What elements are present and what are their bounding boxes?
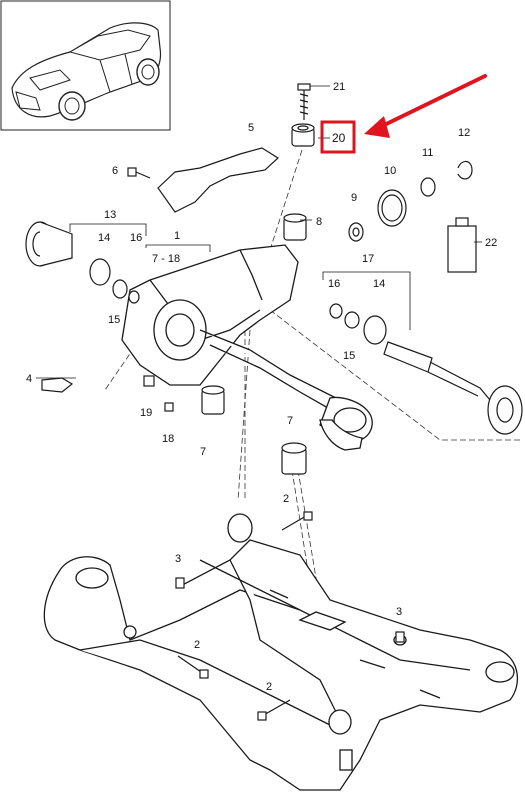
callout-2-lower: 2 bbox=[266, 681, 272, 693]
callout-6: 6 bbox=[112, 165, 118, 177]
left-flange bbox=[25, 221, 140, 304]
highlight-arrow-head bbox=[364, 116, 390, 138]
callout-21: 21 bbox=[333, 81, 345, 93]
highlight-arrow-shaft bbox=[376, 74, 487, 130]
callout-labels: 21 5 12 11 10 6 9 8 13 14 16 1 7 - 18 17… bbox=[26, 81, 497, 693]
small-parts bbox=[41, 83, 477, 721]
callout-3-left: 3 bbox=[175, 553, 181, 565]
callout-brackets bbox=[36, 85, 482, 379]
callout-1: 1 bbox=[174, 230, 180, 242]
callout-19: 19 bbox=[140, 407, 152, 419]
callout-12: 12 bbox=[458, 127, 470, 139]
callout-5: 5 bbox=[248, 122, 254, 134]
callout-13: 13 bbox=[104, 209, 116, 221]
callout-16-right: 16 bbox=[328, 278, 340, 290]
callout-15-right: 15 bbox=[343, 350, 355, 362]
callout-3-right: 3 bbox=[396, 606, 402, 618]
callout-17: 17 bbox=[362, 253, 374, 265]
callout-2-middle: 2 bbox=[194, 639, 200, 651]
callout-22: 22 bbox=[485, 237, 497, 249]
callout-10: 10 bbox=[384, 165, 396, 177]
callout-14-right: 14 bbox=[373, 278, 385, 290]
callout-11: 11 bbox=[422, 147, 433, 159]
right-shaft bbox=[329, 303, 523, 435]
callout-20: 20 bbox=[332, 131, 346, 145]
subframe bbox=[43, 513, 519, 791]
callout-7-lower: 7 bbox=[200, 446, 206, 458]
callout-2-upper: 2 bbox=[283, 493, 289, 505]
callout-9: 9 bbox=[351, 192, 357, 204]
differential bbox=[121, 244, 373, 451]
callout-15-left: 15 bbox=[108, 314, 120, 326]
highlighted-callout: 20 bbox=[320, 74, 487, 154]
highlight-box bbox=[320, 120, 356, 154]
callout-18: 18 bbox=[162, 433, 174, 445]
callout-8: 8 bbox=[316, 216, 322, 228]
vehicle-thumbnail bbox=[0, 0, 171, 131]
callout-14-left: 14 bbox=[98, 232, 110, 244]
callout-4: 4 bbox=[26, 373, 32, 385]
callout-7-18: 7 - 18 bbox=[152, 253, 180, 265]
callout-7-right: 7 bbox=[287, 415, 293, 427]
callout-16-left: 16 bbox=[130, 232, 142, 244]
